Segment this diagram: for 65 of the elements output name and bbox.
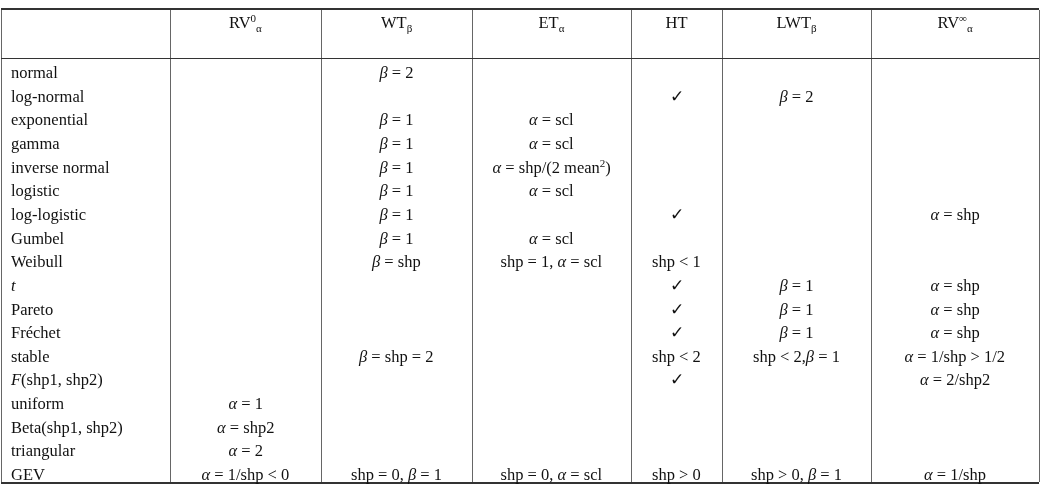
distribution-name: logistic bbox=[11, 180, 60, 203]
cell-value: β = 1 bbox=[379, 156, 414, 179]
cell-value: ✓ bbox=[669, 85, 684, 108]
cell-value: α = scl bbox=[529, 109, 574, 132]
distribution-name: Beta(shp1, shp2) bbox=[11, 416, 123, 439]
cell-value: β = 1 bbox=[779, 298, 814, 321]
column-header: ET$_{α}$ bbox=[538, 12, 565, 34]
cell-value: β = 2 bbox=[379, 62, 414, 84]
cell-value: β = shp = 2 bbox=[359, 345, 434, 368]
column-header: HT bbox=[665, 12, 688, 34]
distribution-name: inverse normal bbox=[11, 156, 110, 179]
cell-value: ✓ bbox=[669, 274, 684, 297]
cell-value: α = 1/shp bbox=[924, 464, 986, 487]
cell-value: shp = 0, α = scl bbox=[500, 464, 603, 487]
column-header: LWT$_{β}$ bbox=[776, 12, 817, 34]
distribution-name: normal bbox=[11, 62, 58, 84]
distribution-name: Weibull bbox=[11, 251, 63, 274]
cell-value: β = 1 bbox=[379, 132, 414, 155]
cell-value: α = scl bbox=[529, 227, 574, 250]
cell-value: α = 1/shp < 0 bbox=[201, 464, 290, 487]
cell-value: α = scl bbox=[529, 132, 574, 155]
cell-value: β = 2 bbox=[779, 85, 814, 108]
cell-value: α = scl bbox=[529, 180, 574, 203]
cell-value: β = shp bbox=[372, 251, 421, 274]
cell-value: α = 2/shp2 bbox=[920, 369, 991, 392]
cell-value: β = 1 bbox=[779, 322, 814, 345]
cell-value: α = 2 bbox=[228, 440, 263, 463]
cell-value: shp = 0, β = 1 bbox=[351, 464, 442, 487]
cell-value: α = shp bbox=[930, 203, 980, 226]
cell-value: α = shp bbox=[930, 274, 980, 297]
distribution-name: F(shp1, shp2) bbox=[11, 369, 103, 392]
cell-value: shp = 1, α = scl bbox=[500, 251, 603, 274]
cell-value: α = 1/shp > 1/2 bbox=[904, 345, 1006, 368]
distribution-name: triangular bbox=[11, 440, 76, 463]
cell-value: α = 1 bbox=[228, 393, 263, 416]
distribution-name: log-normal bbox=[11, 85, 85, 108]
cell-value: shp < 2 bbox=[652, 345, 701, 368]
cell-value: α = shp bbox=[930, 298, 980, 321]
distribution-name: gamma bbox=[11, 132, 60, 155]
cell-value: shp < 2,β = 1 bbox=[753, 345, 840, 368]
distribution-name: Pareto bbox=[11, 298, 54, 321]
cell-value: shp < 1 bbox=[652, 251, 701, 274]
cell-value: ✓ bbox=[669, 369, 684, 392]
distribution-name: t bbox=[11, 274, 16, 297]
distribution-name: Fréchet bbox=[11, 322, 61, 345]
distribution-name: exponential bbox=[11, 109, 88, 132]
distribution-name: uniform bbox=[11, 393, 65, 416]
cell-value: ✓ bbox=[669, 322, 684, 345]
distribution-name: stable bbox=[11, 345, 50, 368]
distribution-name: log-logistic bbox=[11, 203, 87, 226]
distribution-name: Gumbel bbox=[11, 227, 65, 250]
column-header: WT$_{β}$ bbox=[381, 12, 413, 34]
cell-value: β = 1 bbox=[379, 109, 414, 132]
cell-value: ✓ bbox=[669, 203, 684, 226]
cell-value: β = 1 bbox=[379, 180, 414, 203]
distribution-name: GEV bbox=[11, 464, 45, 487]
cell-value: α = shp/(2 mean$^{2}$) bbox=[492, 156, 611, 179]
cell-value: shp > 0 bbox=[652, 464, 701, 487]
cell-value: β = 1 bbox=[379, 203, 414, 226]
cell-value: shp > 0, β = 1 bbox=[751, 464, 842, 487]
cell-value: α = shp bbox=[930, 322, 980, 345]
cell-value: ✓ bbox=[669, 298, 684, 321]
cell-value: β = 1 bbox=[379, 227, 414, 250]
cell-value: β = 1 bbox=[779, 274, 814, 297]
cell-value: α = shp2 bbox=[217, 416, 275, 439]
